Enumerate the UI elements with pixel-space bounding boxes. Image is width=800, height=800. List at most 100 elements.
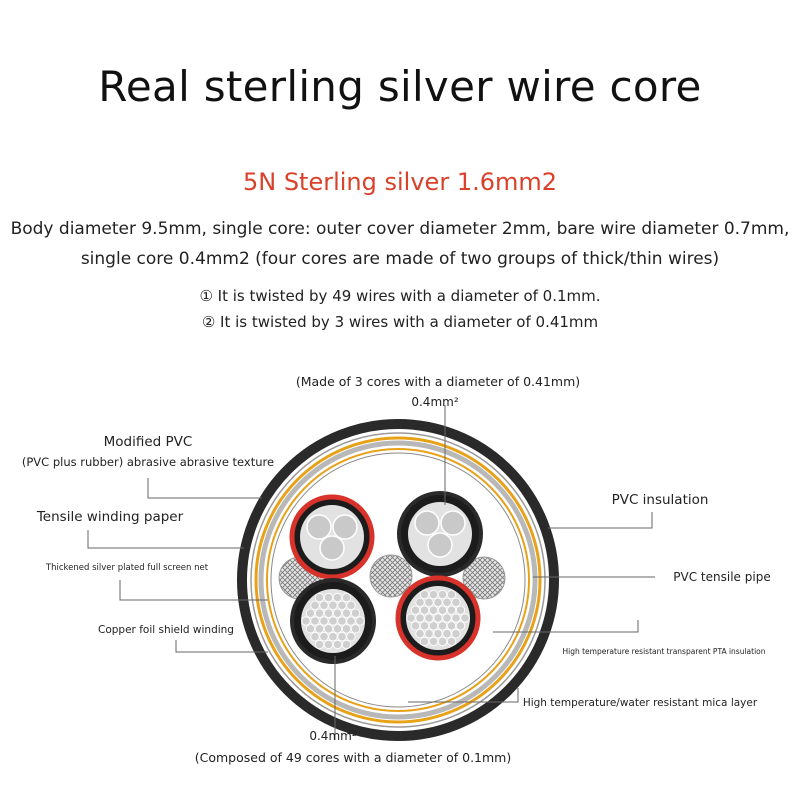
strand-wire (419, 605, 430, 615)
strand-wire (350, 624, 361, 634)
strand-wire (446, 621, 457, 631)
strand-wire (446, 636, 457, 647)
strand-wire (419, 636, 430, 647)
label-modified-pvc-sub: (PVC plus rubber) abrasive abrasive text… (22, 455, 274, 469)
strand-wire (337, 600, 347, 610)
strand-wire (460, 613, 470, 623)
strand-wire (433, 597, 443, 607)
strand-wire (451, 629, 461, 639)
bottom-size-label: 0.4mm² (309, 729, 356, 743)
strand-wire (323, 624, 334, 634)
strand-wire (346, 632, 356, 642)
strand-wire (319, 616, 329, 626)
strand-wire (314, 639, 325, 650)
strand-wire (350, 608, 361, 618)
description: Body diameter 9.5mm, single core: outer … (10, 219, 790, 269)
strand-wire (341, 592, 352, 603)
subtitle: 5N Sterling silver 1.6mm2 (242, 168, 558, 196)
strand-wire (428, 589, 439, 600)
strand-wire (305, 608, 316, 618)
strand-wire (328, 600, 338, 610)
jacket-inner-line (250, 432, 546, 728)
strand-wire (301, 616, 311, 626)
strand-wire (442, 597, 452, 607)
strand-wire (410, 605, 421, 615)
strand-wire (310, 616, 320, 626)
strand-wire (332, 624, 343, 634)
strand-wire (415, 597, 425, 607)
label-modified-pvc: Modified PVC (104, 434, 193, 450)
strand-wire (319, 632, 329, 642)
strand-wire (305, 624, 316, 634)
core-bottom-right (395, 575, 481, 661)
strand-wire (424, 629, 434, 639)
strand-wire (310, 632, 320, 642)
strand-wire (341, 608, 352, 618)
strand-wire (437, 636, 448, 647)
strand-wire (446, 589, 457, 600)
note-3-wires: ② It is twisted by 3 wires with a diamet… (201, 313, 599, 331)
label-copper-foil: Copper foil shield winding (98, 624, 234, 636)
strand-wire (424, 613, 434, 623)
label-pta-insulation: High temperature resistant transparent P… (562, 647, 765, 656)
strand-wire (332, 592, 343, 603)
page-title: Real sterling silver wire core (98, 62, 702, 111)
mica-layer (270, 452, 526, 708)
strand-wire (332, 639, 343, 650)
strand-wire (310, 600, 320, 610)
strand-wire (337, 632, 347, 642)
strand-wire (451, 597, 461, 607)
screen-net-layer (258, 440, 538, 720)
strand-wire (415, 613, 425, 623)
yellow-layer (254, 436, 542, 724)
strand-wire (406, 613, 416, 623)
strand-wire (341, 624, 352, 634)
strand-wire (419, 589, 430, 600)
top-caption: (Made of 3 cores with a diameter of 0.41… (296, 374, 580, 389)
strand-wire (446, 605, 457, 615)
strand-wire (410, 621, 421, 631)
core-bottom-left (290, 578, 376, 664)
strand-wire (437, 605, 448, 615)
strand-wire (437, 621, 448, 631)
label-screen-net: Thickened silver plated full screen net (45, 563, 209, 573)
strand-wire (428, 621, 439, 631)
strand-wire (355, 616, 365, 626)
copper-foil-layer (266, 448, 530, 712)
note-49-wires: ① It is twisted by 49 wires with a diame… (199, 287, 601, 305)
strand-wire (323, 639, 334, 650)
strand-wire (314, 608, 325, 618)
strand-wire (433, 613, 443, 623)
strand-wire (328, 632, 338, 642)
strand-wire (319, 600, 329, 610)
bottom-caption: (Composed of 49 cores with a diameter of… (195, 750, 511, 765)
core-top-left (289, 494, 375, 580)
strand-wire (419, 621, 430, 631)
strand-wire (437, 589, 448, 600)
strand-wire (424, 597, 434, 607)
tensile-pipe-right (462, 556, 506, 600)
strand-wire (323, 608, 334, 618)
strand-wire (428, 636, 439, 647)
tensile-pipe-center (369, 554, 413, 598)
strand-wire (442, 613, 452, 623)
strand-wire (442, 629, 452, 639)
strand-wire (346, 600, 356, 610)
strand-wire (455, 605, 466, 615)
strand-wire (451, 613, 461, 623)
strand-wire (346, 616, 356, 626)
core-top-right (397, 491, 483, 577)
strand-wire (428, 605, 439, 615)
strand-wire (314, 592, 325, 603)
label-pvc-tensile-pipe: PVC tensile pipe (673, 570, 770, 584)
label-tensile-paper: Tensile winding paper (36, 509, 184, 525)
strand-wire (433, 629, 443, 639)
label-pvc-insulation: PVC insulation (612, 492, 709, 508)
strand-wire (323, 592, 334, 603)
strand-wire (314, 624, 325, 634)
strand-wire (415, 629, 425, 639)
strand-wire (328, 616, 338, 626)
label-mica-layer: High temperature/water resistant mica la… (523, 697, 758, 709)
strand-wire (455, 621, 466, 631)
